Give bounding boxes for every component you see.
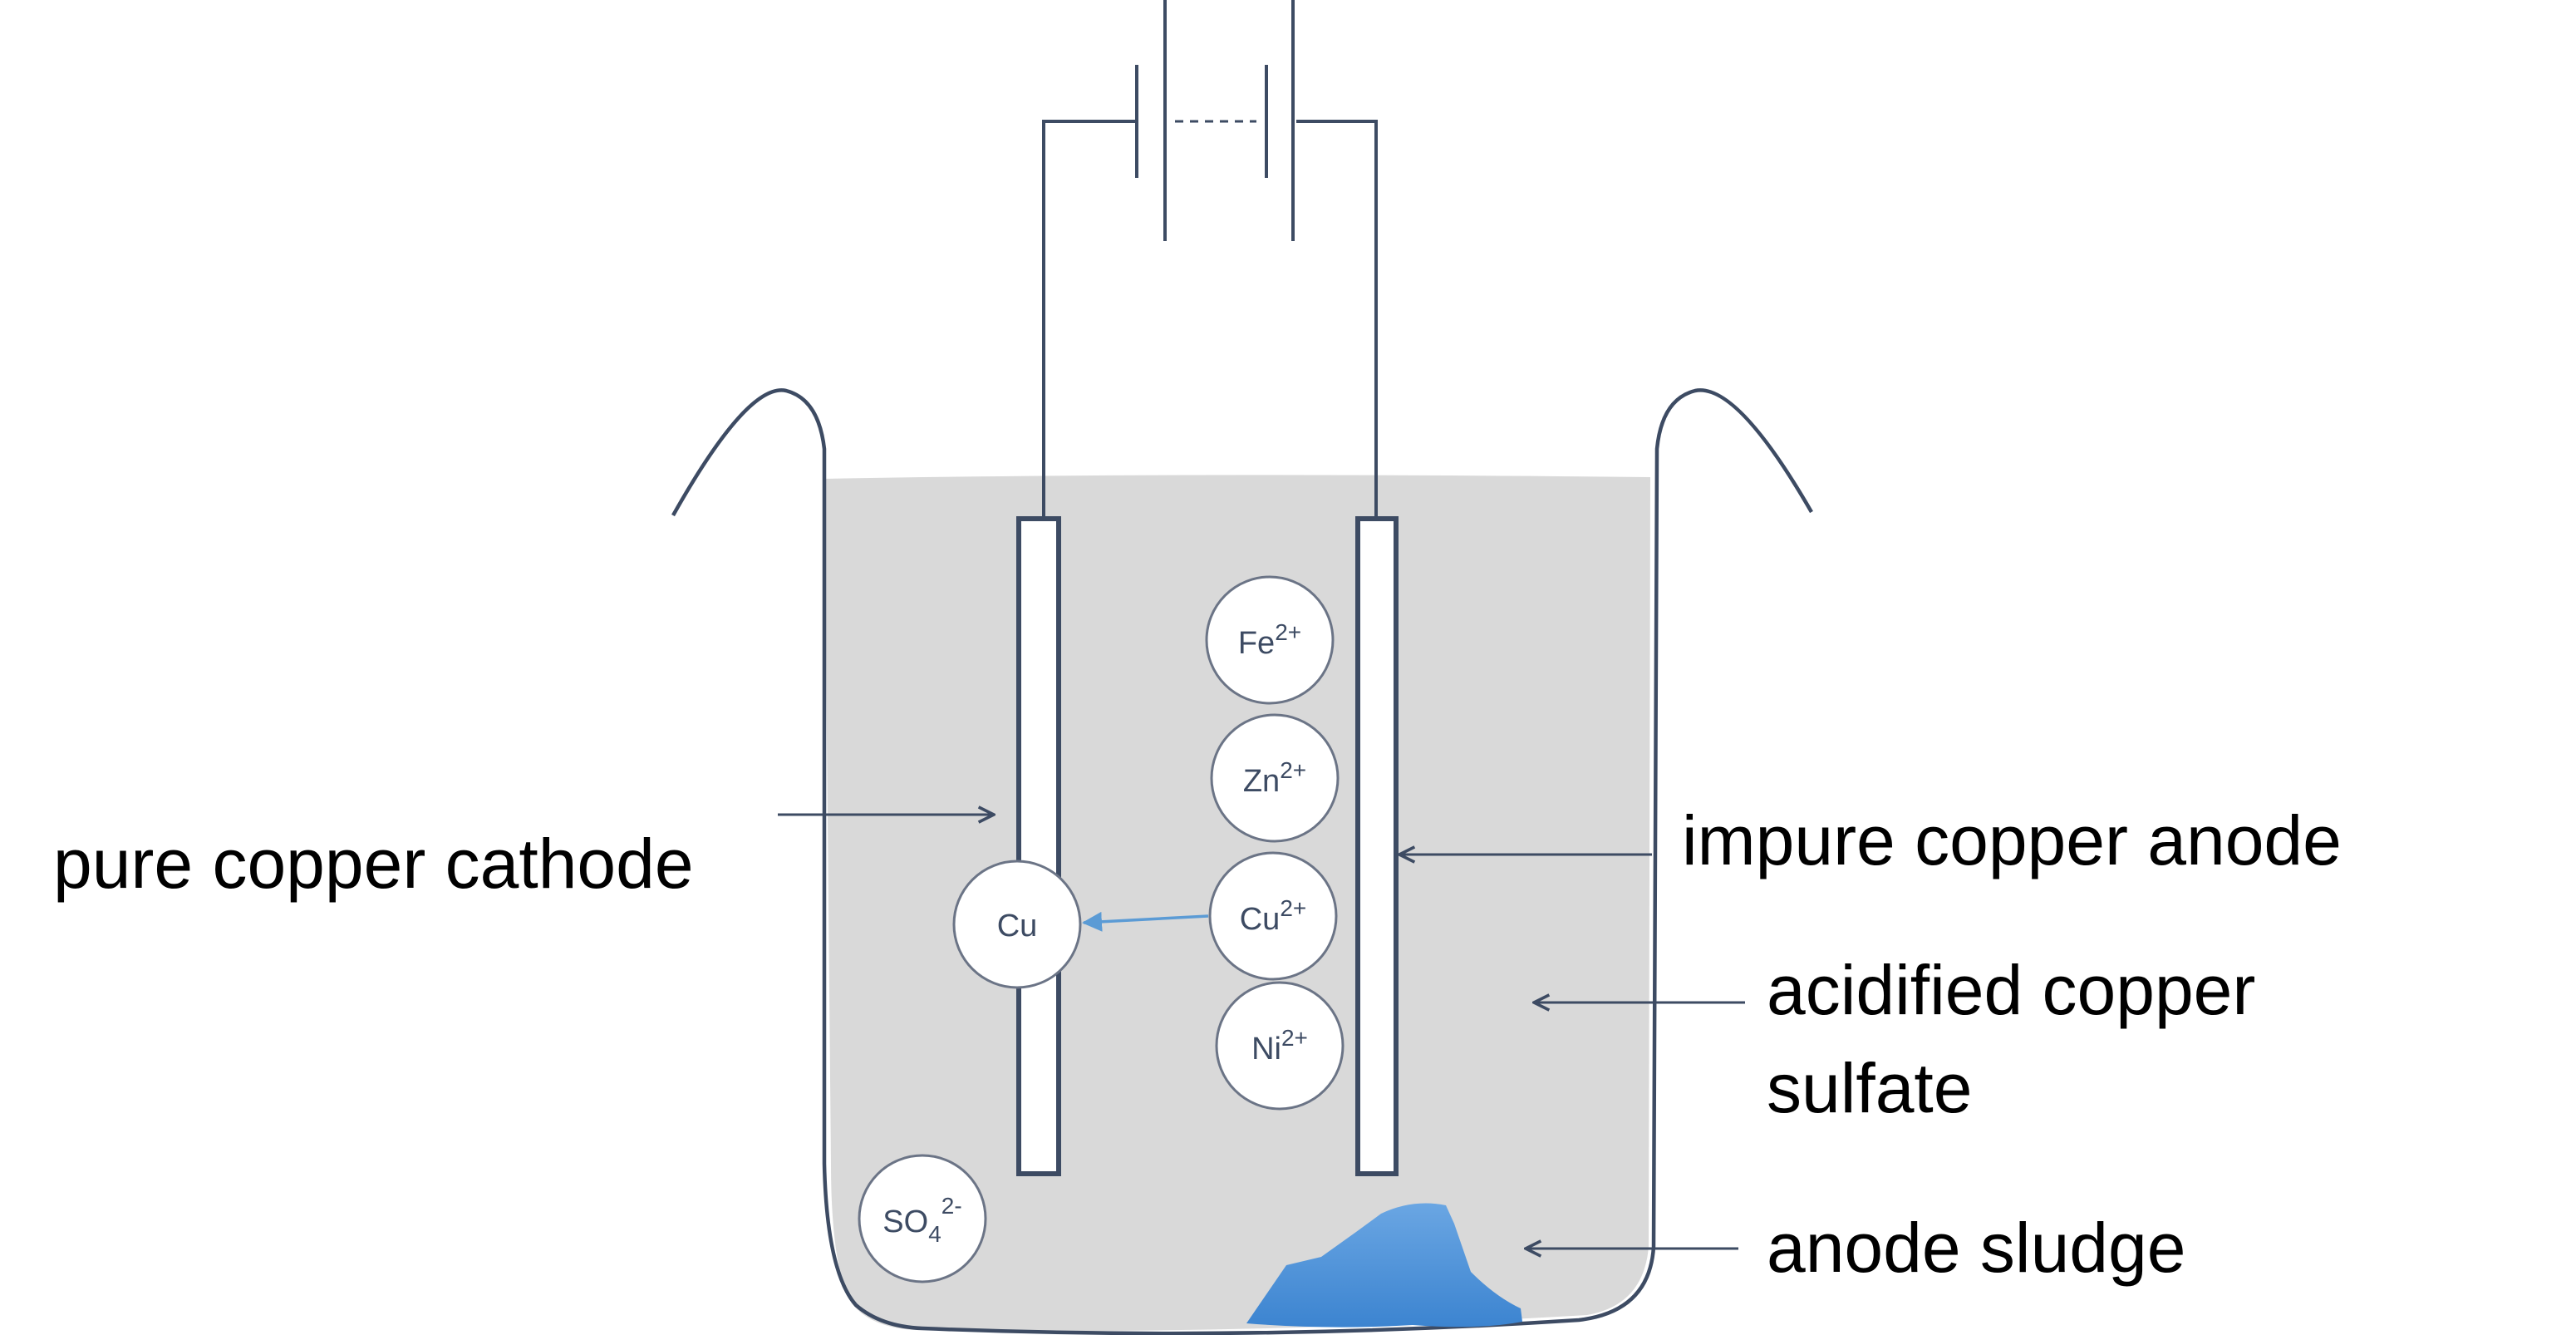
svg-text:Ni2+: Ni2+ <box>1251 1025 1308 1067</box>
cu-ion: Cu2+ <box>1208 851 1338 981</box>
electrolyte-label-line1: acidified copper <box>1767 951 2255 1029</box>
anode-label: impure copper anode <box>1682 801 2342 879</box>
circuit-wire <box>1042 120 1378 519</box>
svg-text:Fe2+: Fe2+ <box>1238 619 1301 661</box>
svg-text:Cu2+: Cu2+ <box>1240 895 1307 937</box>
ni-ion: Ni2+ <box>1215 981 1345 1111</box>
cu-atom: Cu <box>952 860 1082 989</box>
electrolyte-label-line2: sulfate <box>1767 1049 1973 1127</box>
sulfate-ion: SO42- <box>858 1154 987 1283</box>
svg-text:Zn2+: Zn2+ <box>1243 757 1306 799</box>
zn-ion: Zn2+ <box>1210 713 1340 843</box>
sludge-label: anode sludge <box>1767 1209 2185 1287</box>
anode-sludge <box>1246 1203 1522 1328</box>
beaker <box>671 388 1813 1335</box>
svg-text:Cu: Cu <box>997 909 1038 943</box>
deposition-arrow <box>1082 911 1209 932</box>
cathode-label: pure copper cathode <box>53 825 694 903</box>
fe-ion: Fe2+ <box>1205 575 1335 705</box>
anode-electrode <box>1355 516 1399 1176</box>
svg-text:SO42-: SO42- <box>882 1193 961 1247</box>
cathode-electrode <box>1016 516 1061 1176</box>
battery-icon <box>1135 0 1295 241</box>
